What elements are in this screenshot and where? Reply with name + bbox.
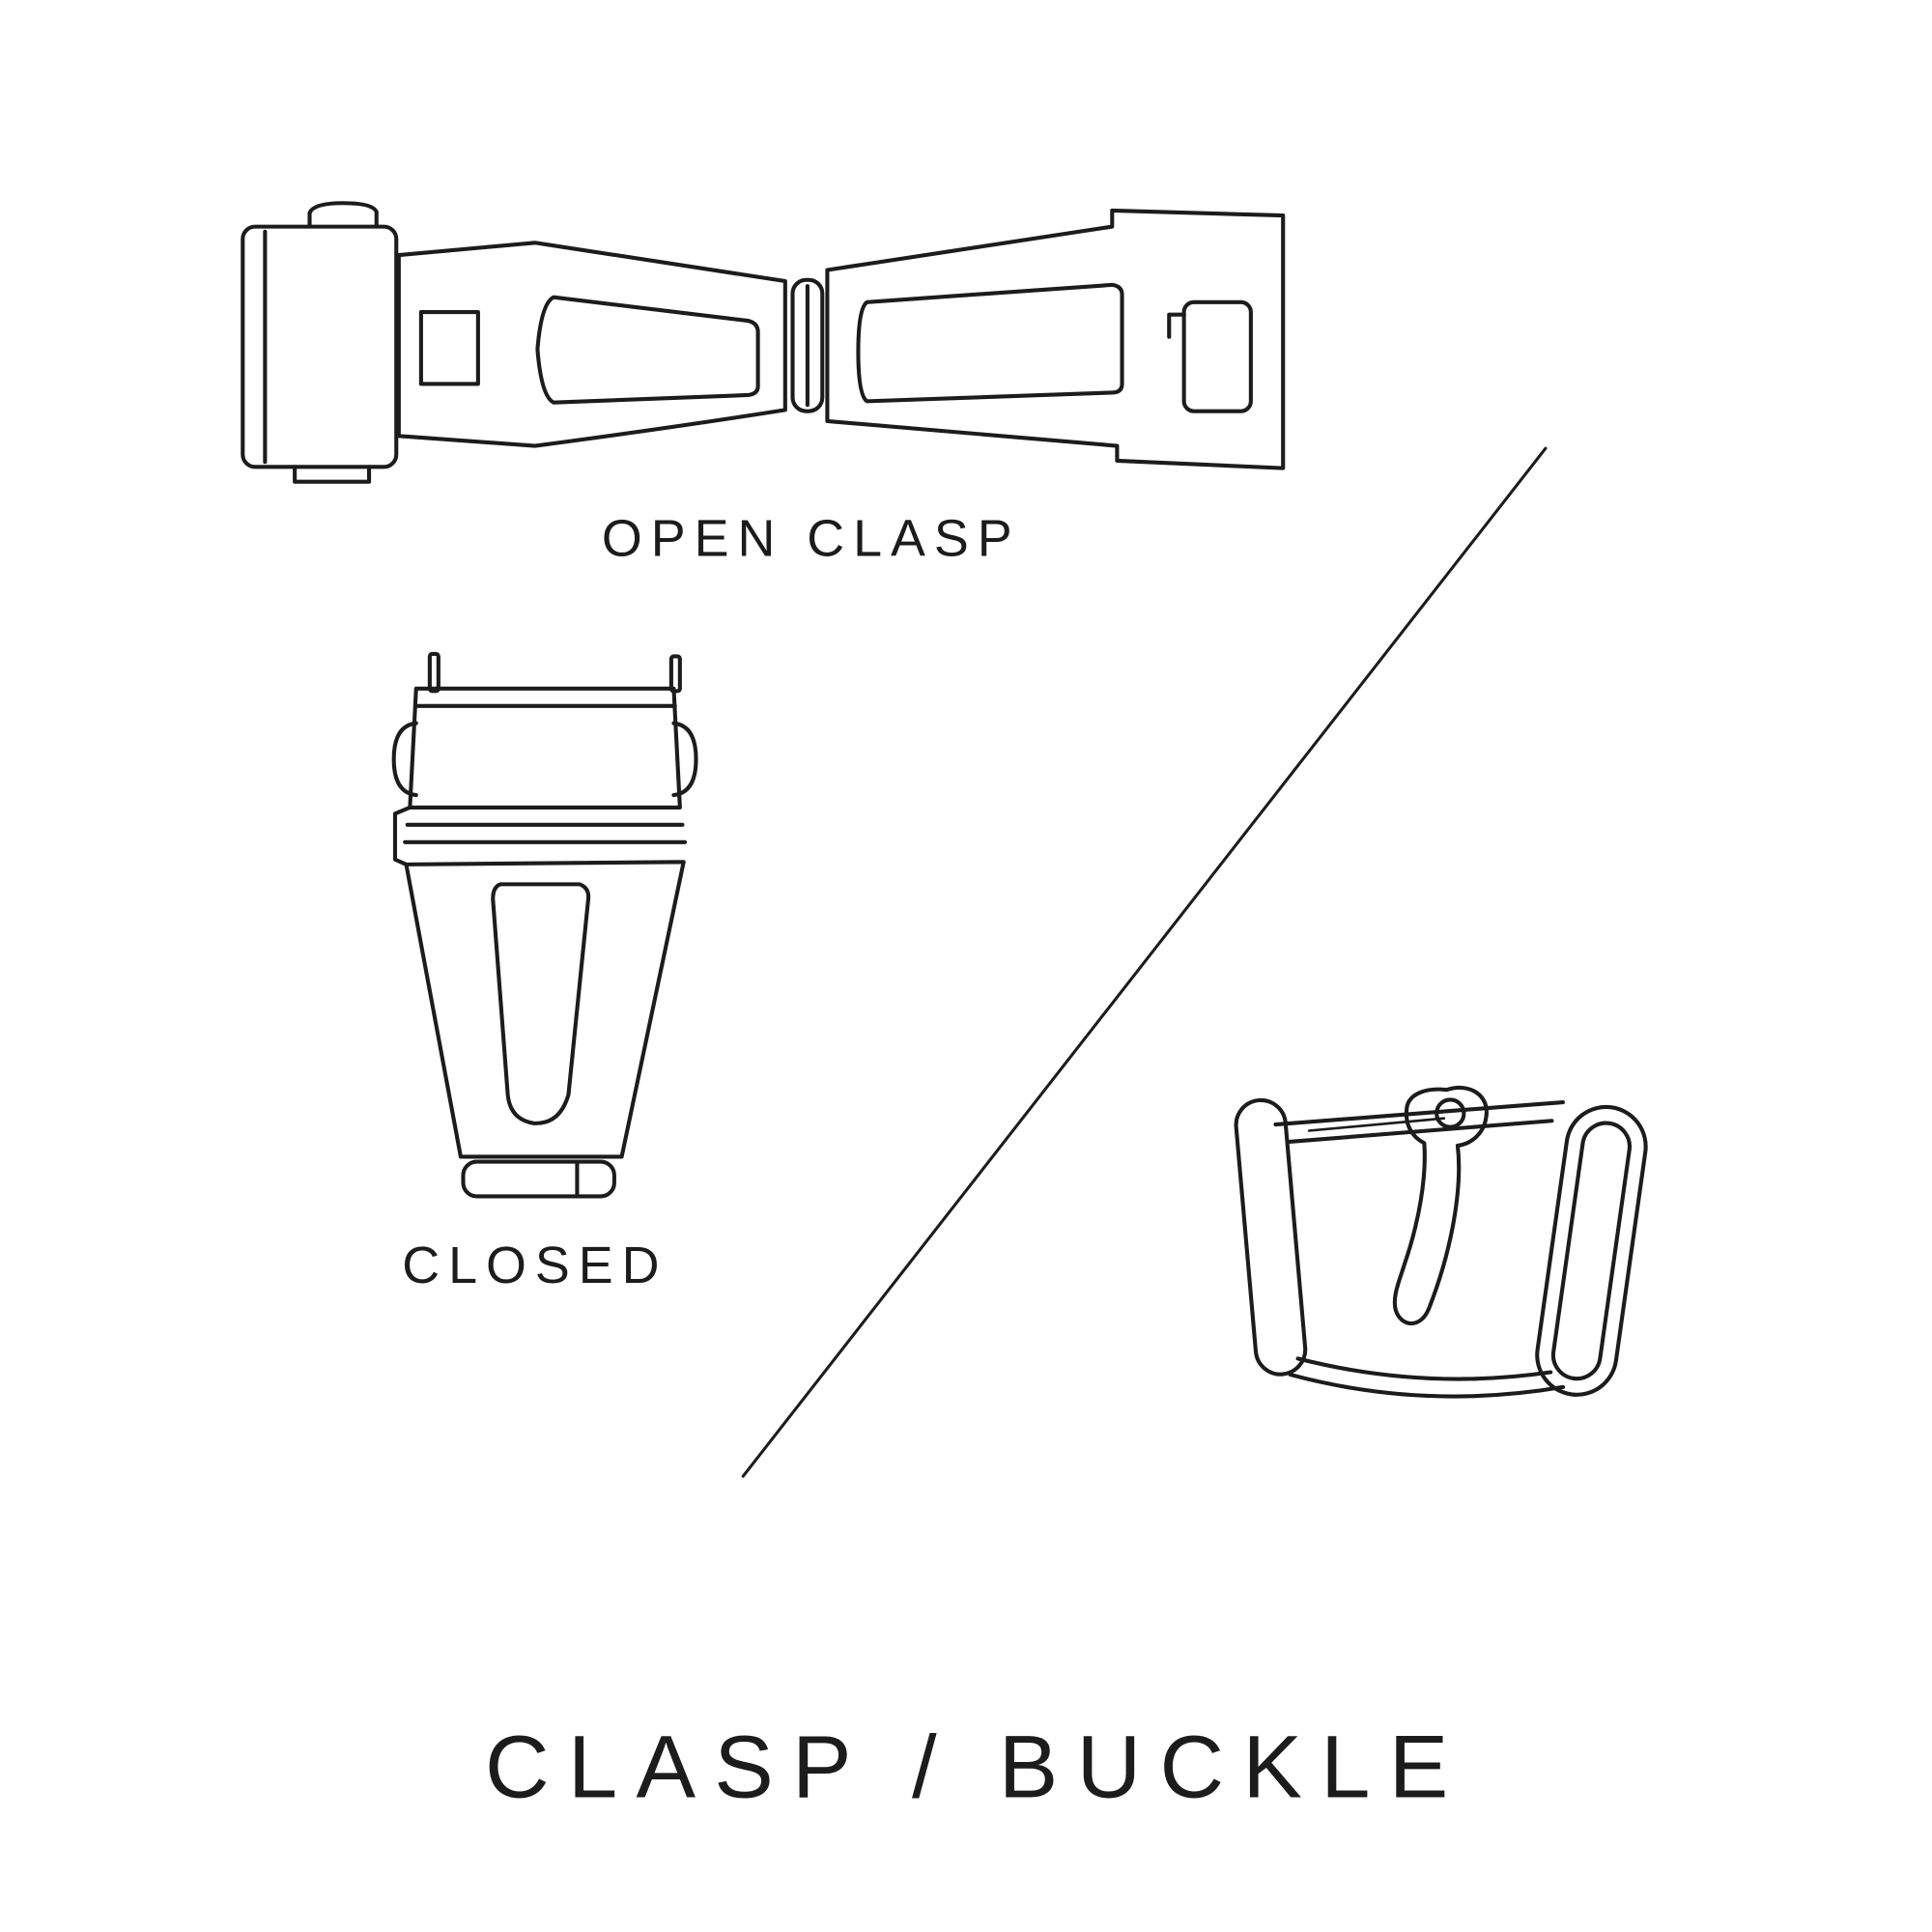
open-clasp-label: OPEN CLASP [602, 510, 1021, 568]
page-title: CLASP / BUCKLE [485, 1716, 1466, 1816]
closed-clasp-icon [391, 651, 698, 1199]
tang-buckle-icon [1234, 1085, 1648, 1399]
diagonal-divider-icon [741, 446, 1548, 1478]
closed-clasp-label: CLOSED [402, 1236, 668, 1294]
open-clasp-icon [241, 201, 1286, 484]
